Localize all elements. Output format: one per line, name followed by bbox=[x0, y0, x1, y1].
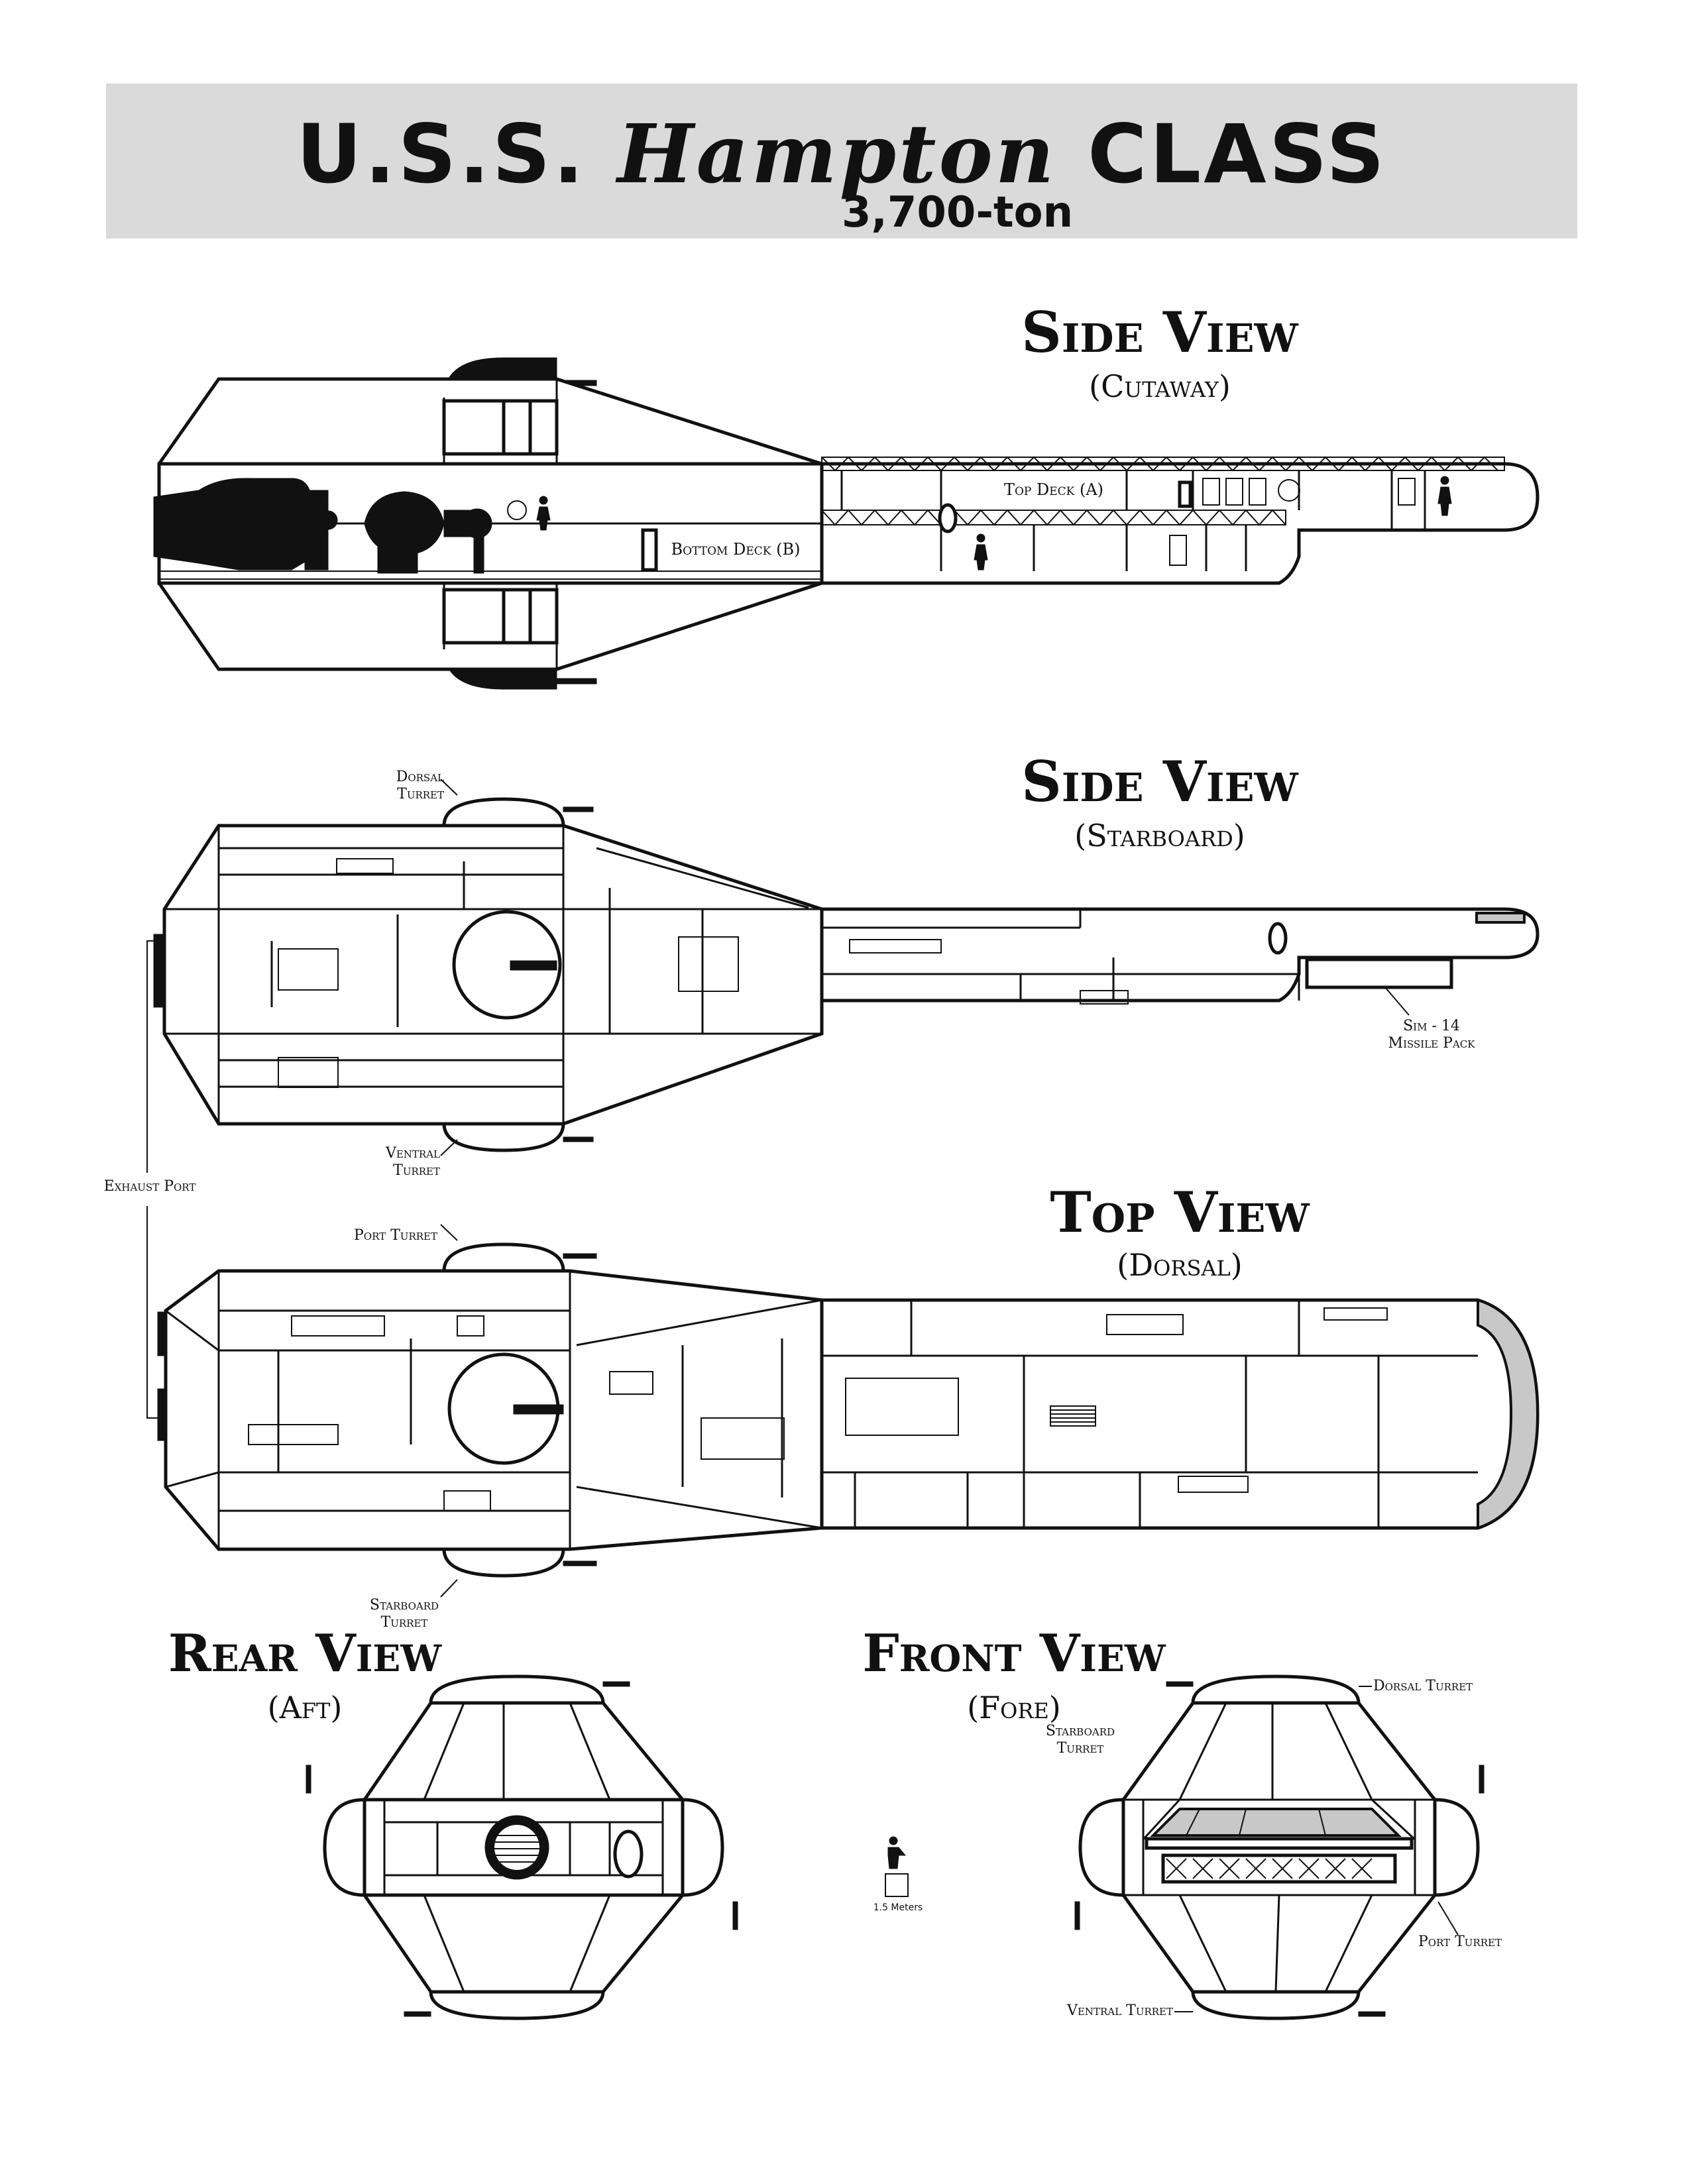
crew-figure-lower-icon bbox=[974, 533, 988, 571]
title-banner: U.S.S. Hampton CLASS 3,700-ton bbox=[106, 83, 1577, 239]
top-view-subheading: (Dorsal) bbox=[1117, 1247, 1243, 1283]
sim-14-label-line2: Missile Pack bbox=[1388, 1035, 1475, 1052]
scale-label: 1.5 Meters bbox=[873, 1902, 923, 1913]
rear-dorsal-turret bbox=[429, 1674, 605, 1705]
cutaway-forward-section bbox=[820, 462, 1540, 585]
front-view-diagram bbox=[1074, 1674, 1485, 2020]
starboard-forward-section bbox=[820, 907, 1540, 1003]
starboard-turret-ring bbox=[452, 910, 562, 1020]
rear-ventral-turret bbox=[429, 1990, 605, 2020]
title-suffix: CLASS bbox=[1088, 107, 1387, 201]
sim-14-missile-pack bbox=[1305, 957, 1453, 989]
cutaway-lower-shaft bbox=[502, 588, 532, 645]
exhaust-port-label: Exhaust Port bbox=[103, 1178, 196, 1195]
top-vent-grille-icon bbox=[1050, 1405, 1096, 1427]
starboard-cockpit-window bbox=[1475, 912, 1526, 924]
top-starboard-turret bbox=[442, 1547, 565, 1578]
front-starboard-turret bbox=[1078, 1798, 1125, 1897]
cutaway-upper-shaft bbox=[502, 399, 532, 456]
bottom-deck-label: Bottom Deck (B) bbox=[671, 540, 801, 559]
starboard-panel bbox=[336, 858, 394, 874]
cutaway-upper-turret-bay bbox=[442, 399, 559, 456]
starboard-dorsal-turret bbox=[442, 797, 565, 828]
side-starboard-subheading: (Starboard) bbox=[1074, 818, 1245, 853]
top-turret-barrel bbox=[513, 1404, 564, 1415]
front-ventral-turret-label: Ventral Turret bbox=[1067, 2002, 1173, 2019]
front-ventral-turret bbox=[1191, 1990, 1361, 2020]
cutaway-ventral-barrel bbox=[556, 678, 597, 684]
page-title: U.S.S. Hampton CLASS bbox=[106, 106, 1577, 201]
crew-figure-forward-icon bbox=[1437, 476, 1452, 516]
cutaway-forward-hatch-icon bbox=[1278, 479, 1300, 502]
rear-view-diagram bbox=[306, 1674, 738, 2020]
front-dorsal-turret bbox=[1191, 1674, 1361, 1705]
scale-figure bbox=[885, 1836, 909, 1897]
crew-figure-icon bbox=[536, 496, 551, 531]
rear-view-heading: Rear View bbox=[168, 1623, 442, 1684]
front-port-turret-label: Port Turret bbox=[1418, 1934, 1502, 1950]
starboard-hatch-icon bbox=[1268, 922, 1288, 955]
scale-box bbox=[885, 1873, 909, 1897]
front-port-turret bbox=[1433, 1798, 1480, 1897]
engine-coupling bbox=[304, 490, 329, 571]
top-port-turret bbox=[442, 1242, 565, 1273]
title-prefix: U.S.S. bbox=[296, 107, 587, 201]
front-starboard-turret-label-line2: Turret bbox=[1056, 1740, 1104, 1757]
top-view-diagram bbox=[157, 1224, 1540, 1598]
front-view-subheading: (Fore) bbox=[967, 1690, 1061, 1725]
ventral-turret-label: Ventral Turret bbox=[385, 1145, 440, 1179]
side-starboard-heading: Side View bbox=[1021, 749, 1298, 814]
front-view-heading: Front View bbox=[862, 1623, 1166, 1684]
rear-starboard-turret bbox=[323, 1798, 366, 1897]
side-starboard-diagram bbox=[153, 779, 1540, 1156]
side-cutaway-heading: Side View bbox=[1021, 300, 1298, 365]
starboard-turret-label-line1: Starboard bbox=[369, 1597, 439, 1613]
cutaway-mid-truss bbox=[821, 510, 1286, 525]
side-cutaway-diagram bbox=[153, 357, 1540, 690]
rear-hatch-icon bbox=[613, 1829, 644, 1879]
top-cockpit-canopy bbox=[1477, 1298, 1540, 1530]
top-exhaust-port-lower bbox=[157, 1388, 168, 1441]
scale-person-icon bbox=[887, 1836, 907, 1869]
front-starboard-turret-label-line1: Starboard bbox=[1045, 1723, 1115, 1739]
top-deck-label: Top Deck (A) bbox=[1003, 480, 1104, 499]
side-cutaway-subheading: (Cutaway) bbox=[1089, 368, 1231, 404]
port-turret-label: Port Turret bbox=[354, 1227, 437, 1244]
rear-port-turret bbox=[681, 1798, 724, 1897]
top-hatch-panel bbox=[845, 1378, 959, 1436]
top-exhaust-port-upper bbox=[157, 1311, 168, 1356]
starboard-turret-barrel bbox=[510, 960, 557, 971]
starboard-exhaust-port bbox=[153, 934, 165, 1008]
cutaway-deck-hatch bbox=[938, 503, 958, 533]
cutaway-lower-turret-bay bbox=[442, 588, 559, 645]
dorsal-turret-label: Dorsal Turret bbox=[396, 769, 444, 802]
exhaust-port-leader bbox=[146, 940, 158, 1419]
cutaway-hatch-icon bbox=[507, 500, 527, 520]
cutaway-top-truss bbox=[821, 457, 1505, 471]
front-missile-panel bbox=[1161, 1853, 1397, 1884]
starboard-ventral-turret bbox=[442, 1122, 565, 1152]
front-cockpit-window bbox=[1150, 1808, 1402, 1837]
title-ship-name: Hampton bbox=[617, 106, 1057, 201]
title-tonnage: 3,700-ton bbox=[842, 188, 1074, 237]
sim-14-label-line1: Sim - 14 bbox=[1403, 1018, 1460, 1034]
rear-view-subheading: (Aft) bbox=[267, 1690, 343, 1725]
top-view-heading: Top View bbox=[1050, 1179, 1310, 1245]
starboard-turret-label-line2: Turret bbox=[380, 1614, 428, 1631]
front-dorsal-turret-label: Dorsal Turret bbox=[1373, 1678, 1473, 1694]
